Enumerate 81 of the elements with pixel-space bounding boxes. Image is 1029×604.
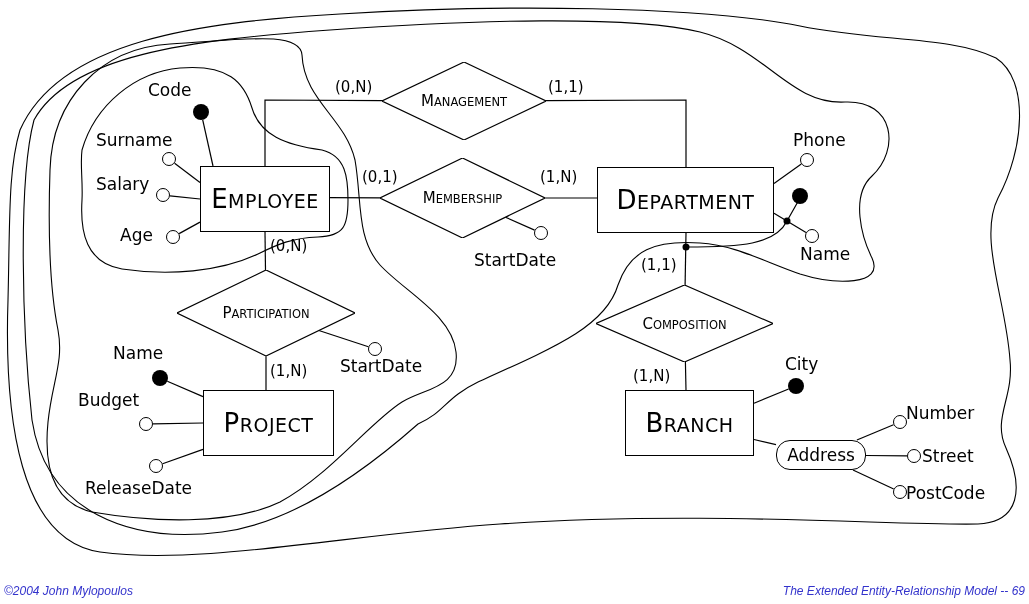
cardinality-label: (0,N) [270,237,308,255]
attribute-circle [805,229,819,243]
attribute-circle [156,188,170,202]
cardinality-label: (1,N) [270,362,308,380]
attribute-circle [800,153,814,167]
connector-line [166,380,204,398]
entity-name: DEPARTMENT [616,185,755,215]
connector-line [264,231,267,271]
connector-line [865,454,908,457]
connector-line [169,195,201,200]
connector-line [174,162,201,184]
connector-line [544,99,687,168]
relationship-diamond [382,62,546,140]
attribute-name: Age [120,225,153,245]
connector-line [773,212,807,233]
cardinality-label: (0,N) [335,78,373,96]
attribute-name: Code [148,80,192,100]
attribute-name: Number [906,403,975,423]
connector-line [162,448,204,465]
connector-line [329,197,381,199]
cardinality-label: (1,1) [548,78,584,96]
attribute-circle [149,459,163,473]
identifier-dot [788,378,804,394]
entity-name: BRANCH [645,408,734,438]
connector-line [753,438,777,446]
cardinality-label: (1,1) [641,256,677,274]
entity-box [597,167,774,233]
entity-box [625,390,754,456]
relationship-diamond [177,270,355,356]
attribute-name: ReleaseDate [85,478,193,498]
attribute-circle [893,485,907,499]
attribute-name: Name [800,244,851,264]
connector-line [856,424,895,441]
relationship-name: MEMBERSHIP [422,189,503,207]
attribute-circle [368,342,382,356]
connector-line [264,99,384,167]
attribute-name: Name [113,343,164,363]
attribute-circle [534,226,548,240]
connector-line [318,329,369,348]
attribute-circle [139,417,153,431]
connector-line [753,388,790,404]
connector-line [202,119,214,167]
attribute-name: Salary [96,174,150,194]
connector-line [773,163,802,185]
attribute-circle [893,415,907,429]
attribute-name: PostCode [906,483,986,503]
composite-attribute-box [776,440,866,470]
slide-footer: The Extended Entity-Relationship Model -- 69 [782,584,1025,598]
connector-line [265,355,267,391]
attribute-circle [907,449,921,463]
entity-box [203,390,334,456]
connector-line [504,216,536,231]
attribute-name: StartDate [474,250,557,270]
relationship-diamond [596,285,773,362]
relationship-name: PARTICIPATION [222,304,310,322]
attribute-name: Address [787,445,855,465]
cardinality-label: (1,N) [540,168,578,186]
cardinality-label: (1,N) [633,367,671,385]
attribute-name: Street [922,446,974,466]
attribute-name: City [785,354,819,374]
connector-line [684,232,687,286]
relationship-name: COMPOSITION [642,314,727,333]
identifier-dot [193,104,209,120]
attribute-name: StartDate [340,356,423,376]
identifier-dot [152,370,168,386]
connector-line [178,221,201,235]
connector-line [684,361,687,391]
connector-line [152,422,204,425]
cardinality-label: (0,1) [362,168,398,186]
attribute-name: Phone [793,130,846,150]
copyright-note: ©2004 John Mylopoulos [4,584,133,598]
relationship-name: MANAGEMENT [420,92,508,110]
connector-line [544,197,598,199]
attribute-circle [162,152,176,166]
entity-name: PROJECT [223,408,314,438]
attribute-name: Surname [96,130,173,150]
attribute-name: Budget [78,390,140,410]
entity-box [200,166,330,232]
entity-name: EMPLOYEE [211,184,319,214]
attribute-circle [166,230,180,244]
connector-line [852,469,895,490]
